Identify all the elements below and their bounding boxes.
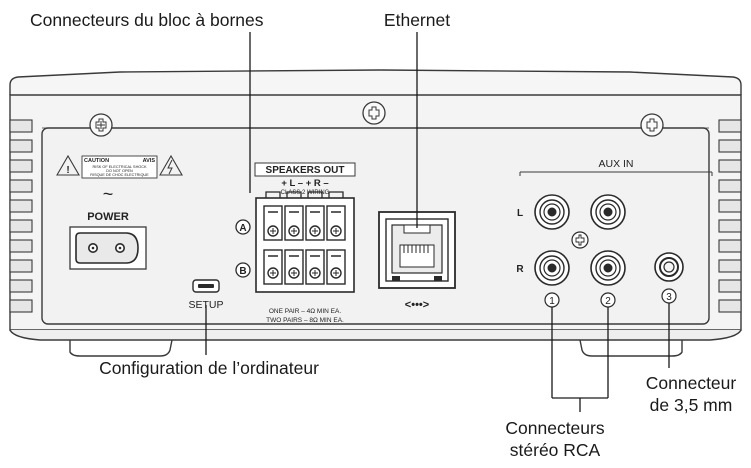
callout-jack-line-2: de 3,5 mm [650,395,733,415]
zone-a-marker: A [239,223,246,234]
network-symbol: <•••> [405,299,429,311]
left-vent-fins [9,119,33,313]
rca-jack-left-2[interactable] [590,194,626,230]
right-vent-fins [718,119,742,313]
svg-text:!: ! [66,165,69,176]
callout-ethernet: Ethernet [384,10,450,30]
leader-lines [205,32,670,412]
marker-3: 3 [666,292,672,303]
zone-b-marker: B [239,266,246,277]
marker-2: 2 [605,296,611,307]
callout-jack-line-1: Connecteur [646,373,737,393]
rca-jack-left-1[interactable] [534,194,570,230]
caution-line-1: RISK OF ELECTRICAL SHOCK [92,165,147,169]
class2-label: CLASS 2 WIRING [281,190,330,196]
callout-rca-line-2: stéréo RCA [510,440,601,460]
right-channel-label: R [516,264,524,275]
rca-jack-right-1[interactable] [534,250,570,286]
speakers-out-label: SPEAKERS OUT [266,165,345,176]
power-label: POWER [87,211,129,223]
caution-text: CAUTION [84,158,109,164]
ac-symbol: ~ [103,184,114,204]
callout-computer-setup: Configuration de l’ordinateur [99,358,319,378]
polarity-label: + L – + R – [281,178,328,189]
caution-label: ! CAUTION AVIS RISK OF ELECTRICAL SHOCK … [56,154,183,179]
headphone-jack-3-5mm[interactable] [654,252,684,282]
power-section: ~ POWER [69,184,147,270]
screw-icon [89,113,113,137]
setup-port[interactable] [192,279,220,293]
rca-jack-right-2[interactable] [590,250,626,286]
caution-line-2: DO NOT OPEN [106,169,133,173]
lightning-warning-icon [159,154,183,176]
aux-in-section: AUX IN L R [516,158,713,308]
screw-icon [362,101,386,125]
two-pairs-label: TWO PAIRS – 8Ω MIN EA. [266,317,344,324]
screw-icon [640,113,664,137]
warning-triangle-icon [56,154,80,176]
power-socket[interactable] [69,226,147,270]
aux-in-label: AUX IN [598,158,633,170]
terminal-block-connector[interactable] [255,191,355,293]
speakers-out-section: SPEAKERS OUT + L – + R – CLASS 2 WIRING [235,162,356,324]
marker-1: 1 [549,296,555,307]
callout-terminal-block: Connecteurs du bloc à bornes [30,10,264,30]
screw-icon [571,231,589,249]
one-pair-label: ONE PAIR – 4Ω MIN EA. [269,308,341,315]
avis-text: AVIS [143,158,156,164]
left-channel-label: L [517,208,523,219]
callout-rca-line-1: Connecteurs [505,418,604,438]
caution-line-3: RISQUE DE CHOC ELECTRIQUE [90,173,149,177]
